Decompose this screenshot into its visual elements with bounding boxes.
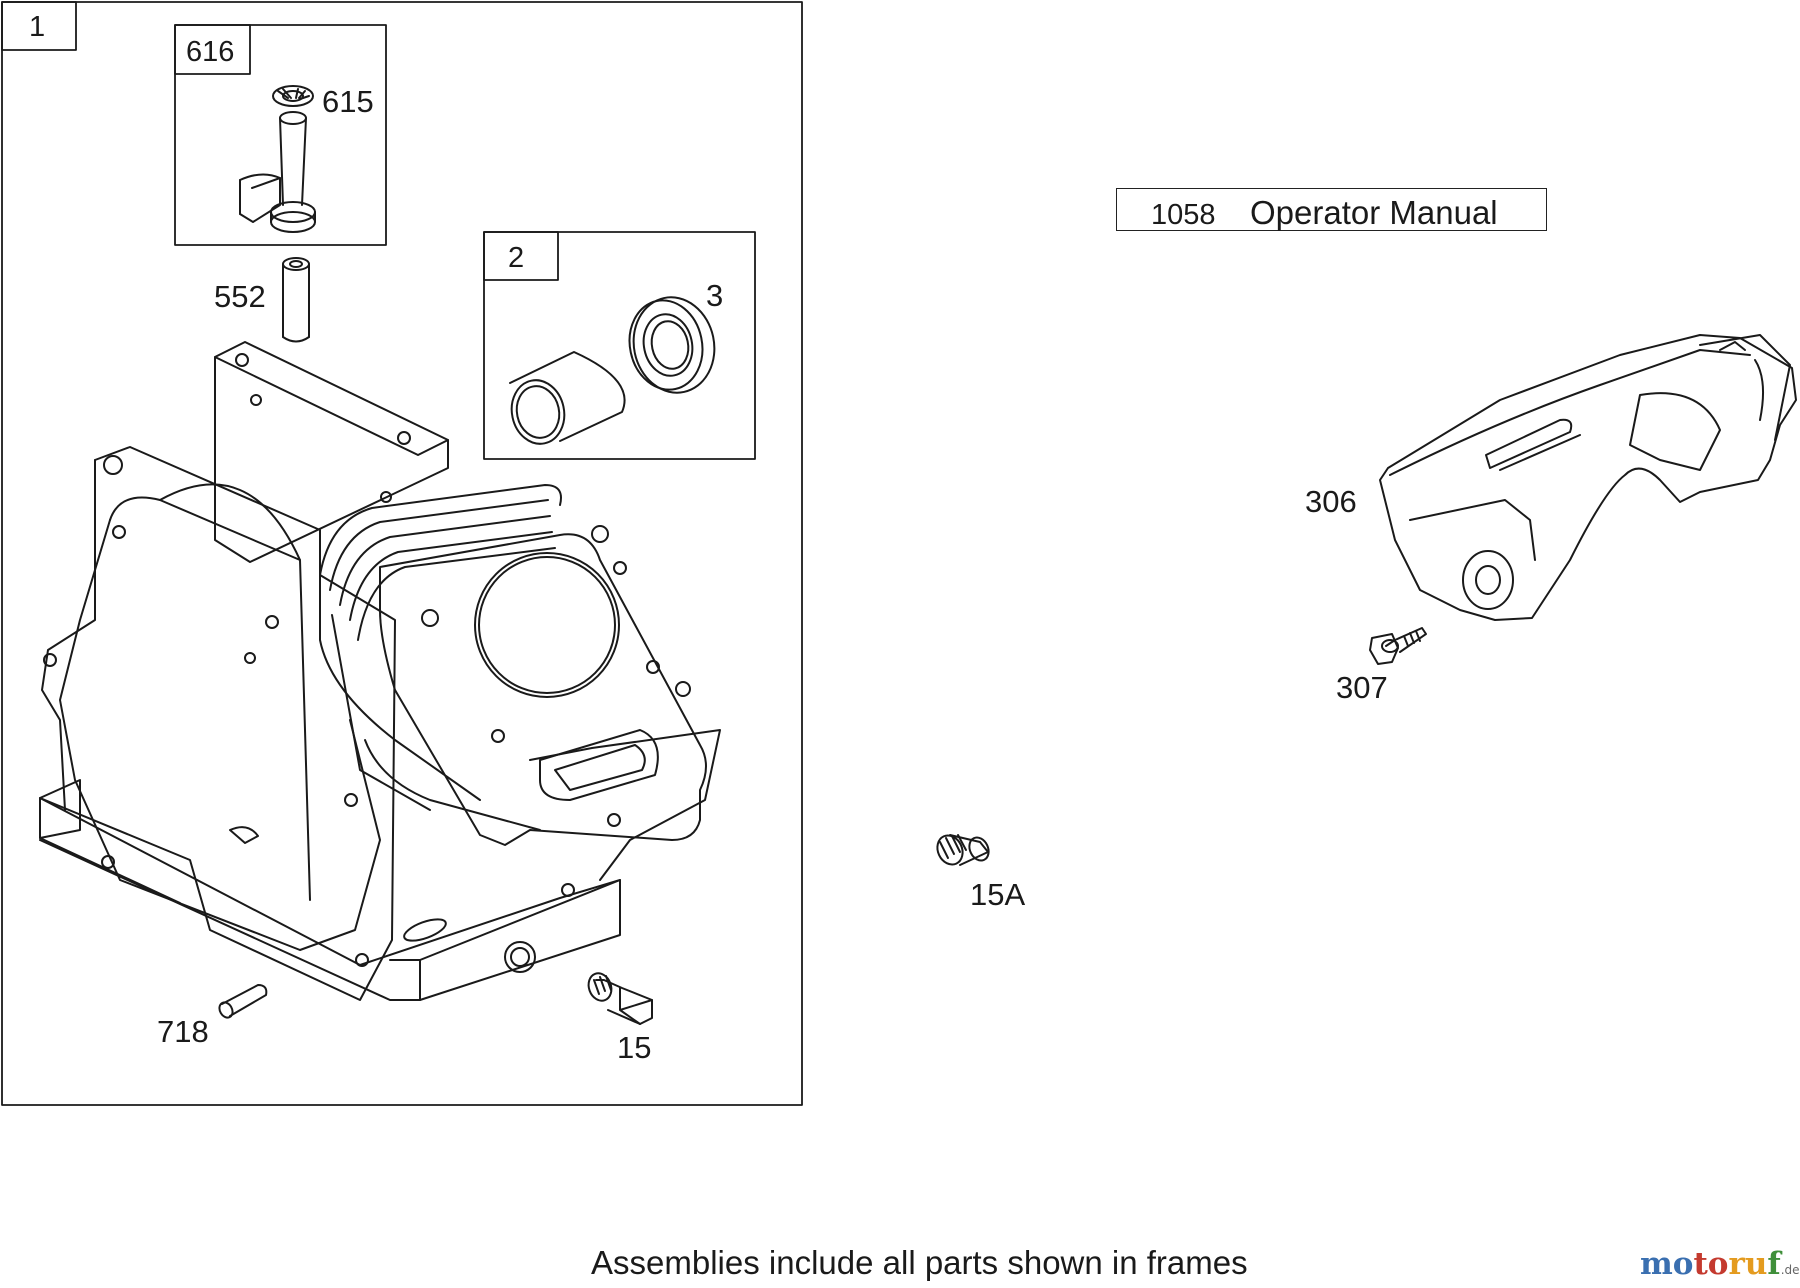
watermark-part-2: to: [1693, 1246, 1729, 1282]
shroud-306-drawing: [1379, 334, 1797, 621]
rocker-valve-drawing: [239, 111, 316, 233]
plug-15a-drawing: [936, 834, 990, 866]
watermark-part-4: f: [1767, 1246, 1781, 1282]
drain-plug-15-drawing: [587, 972, 653, 1025]
retainer-615-drawing: [272, 85, 314, 107]
callout-306: 306: [1305, 484, 1357, 519]
frame-number-1: 1: [29, 11, 46, 43]
manual-part-number: 1058: [1151, 199, 1216, 231]
frame-1-tab: [1, 1, 77, 51]
frame-number-616: 616: [186, 36, 235, 68]
oil-seal-3-drawing: [628, 296, 716, 394]
manual-title: Operator Manual: [1250, 194, 1498, 231]
frame-number-2: 2: [508, 242, 525, 274]
callout-615: 615: [322, 84, 374, 119]
footer-note: Assemblies include all parts shown in fr…: [591, 1244, 1248, 1281]
cylinder-block-drawing: [39, 341, 721, 1001]
dowel-pin-718-drawing: [218, 984, 268, 1019]
valve-guide-552-drawing: [282, 257, 310, 343]
callout-15a: 15A: [970, 877, 1026, 912]
callout-15: 15: [617, 1030, 652, 1065]
callout-552: 552: [214, 279, 266, 314]
frame-2-tab: [483, 231, 559, 281]
watermark-part-1: mo: [1640, 1246, 1694, 1282]
watermark-part-3: ru: [1728, 1246, 1768, 1282]
operator-manual-box: 1058 Operator Manual: [1116, 188, 1547, 231]
sleeve-drawing: [509, 351, 626, 445]
watermark-logo: motoruf.de: [1640, 1246, 1800, 1282]
assembly-frame-1: [1, 1, 803, 1106]
bolt-307-drawing: [1369, 627, 1427, 665]
assembly-frame-616: [174, 24, 387, 246]
watermark-tld: de: [1784, 1263, 1800, 1277]
callout-718: 718: [157, 1014, 209, 1049]
frame-616-tab: [174, 24, 251, 75]
callout-3: 3: [706, 278, 724, 313]
assembly-frame-2: [483, 231, 756, 460]
watermark-dot: .: [1780, 1263, 1785, 1277]
callout-307: 307: [1336, 670, 1388, 705]
